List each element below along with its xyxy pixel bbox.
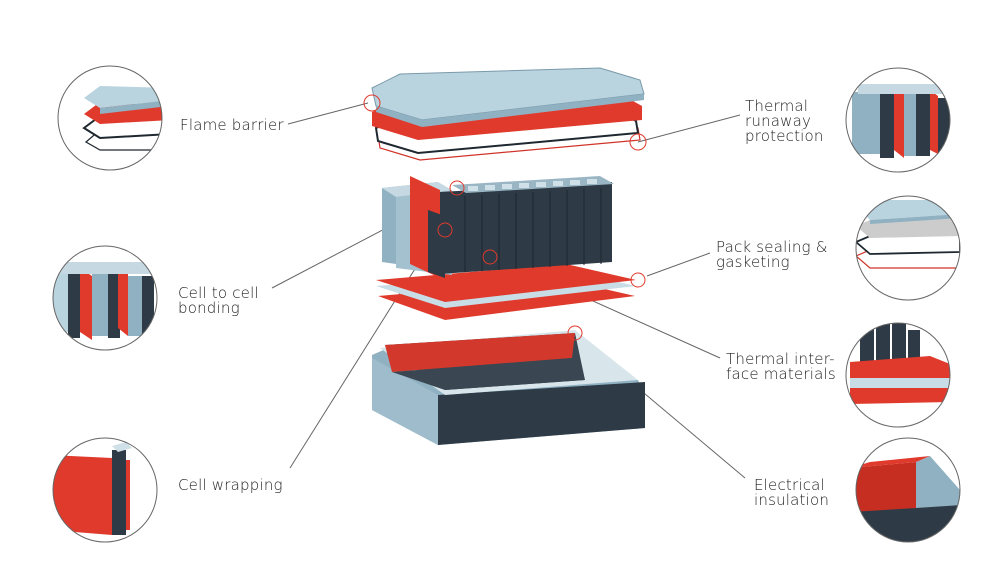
label-thermal-runaway-protection: Thermal runaway protection [745, 97, 824, 145]
label-flame-barrier: Flame barrier [180, 116, 284, 134]
location-markers [363, 94, 647, 341]
detail-pack-sealing [855, 195, 961, 301]
cell-module [382, 176, 614, 278]
label-cell-wrapping: Cell wrapping [178, 476, 283, 494]
detail-cell-wrapping [52, 437, 158, 543]
thermal-interface-sheets [376, 264, 636, 320]
detail-electrical-insulation [855, 437, 961, 543]
label-thermal-interface-materials: Thermal inter- face materials [726, 350, 836, 383]
detail-thermal-interface [845, 322, 951, 428]
detail-thermal-runaway-protection [845, 67, 951, 173]
battery-tray [372, 330, 645, 445]
detail-flame-barrier [57, 65, 163, 171]
label-pack-sealing-gasketing: Pack sealing & gasketing [716, 238, 828, 271]
label-electrical-insulation: Electrical insulation [754, 476, 830, 509]
lid-stack [371, 67, 645, 161]
detail-cell-to-cell-bonding [52, 245, 158, 351]
label-cell-to-cell-bonding: Cell to cell bonding [178, 284, 259, 317]
